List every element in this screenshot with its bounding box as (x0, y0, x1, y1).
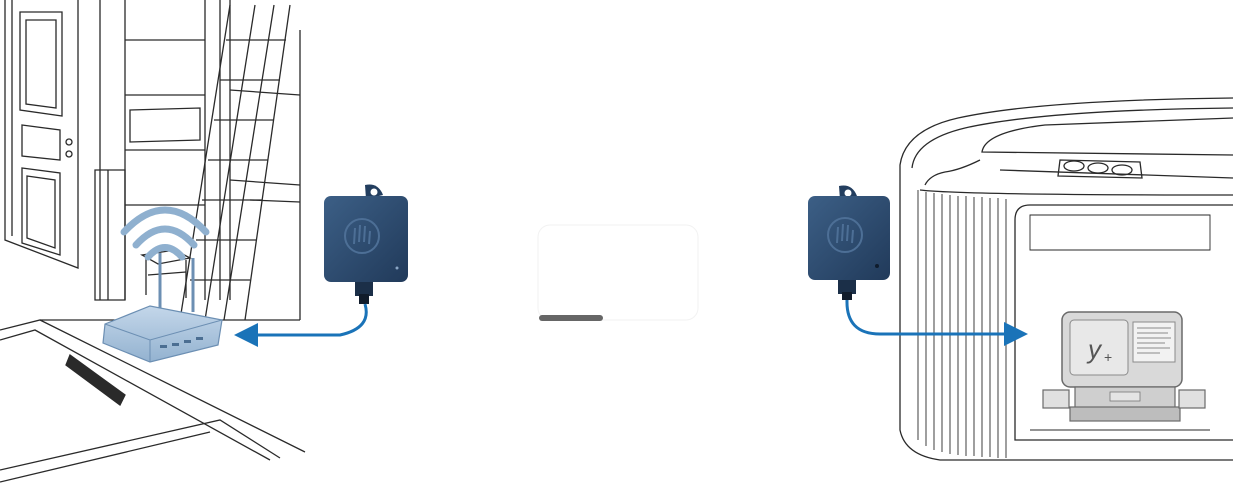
ladder (180, 5, 290, 320)
spa-control-pack: y + (1043, 312, 1205, 421)
pack-logo-subscript: + (1104, 349, 1112, 365)
pack-logo: y (1086, 334, 1103, 364)
spa-control-buttons (1058, 160, 1142, 178)
placeholder-card (538, 225, 698, 320)
wifi-module-router-side (324, 184, 408, 304)
home-interior-illustration (0, 0, 305, 482)
wifi-router (103, 253, 222, 362)
wifi-module-spa-side (808, 185, 890, 300)
pack-label (1133, 322, 1175, 362)
cable-to-spa-pack (847, 300, 1022, 334)
door (5, 0, 78, 268)
